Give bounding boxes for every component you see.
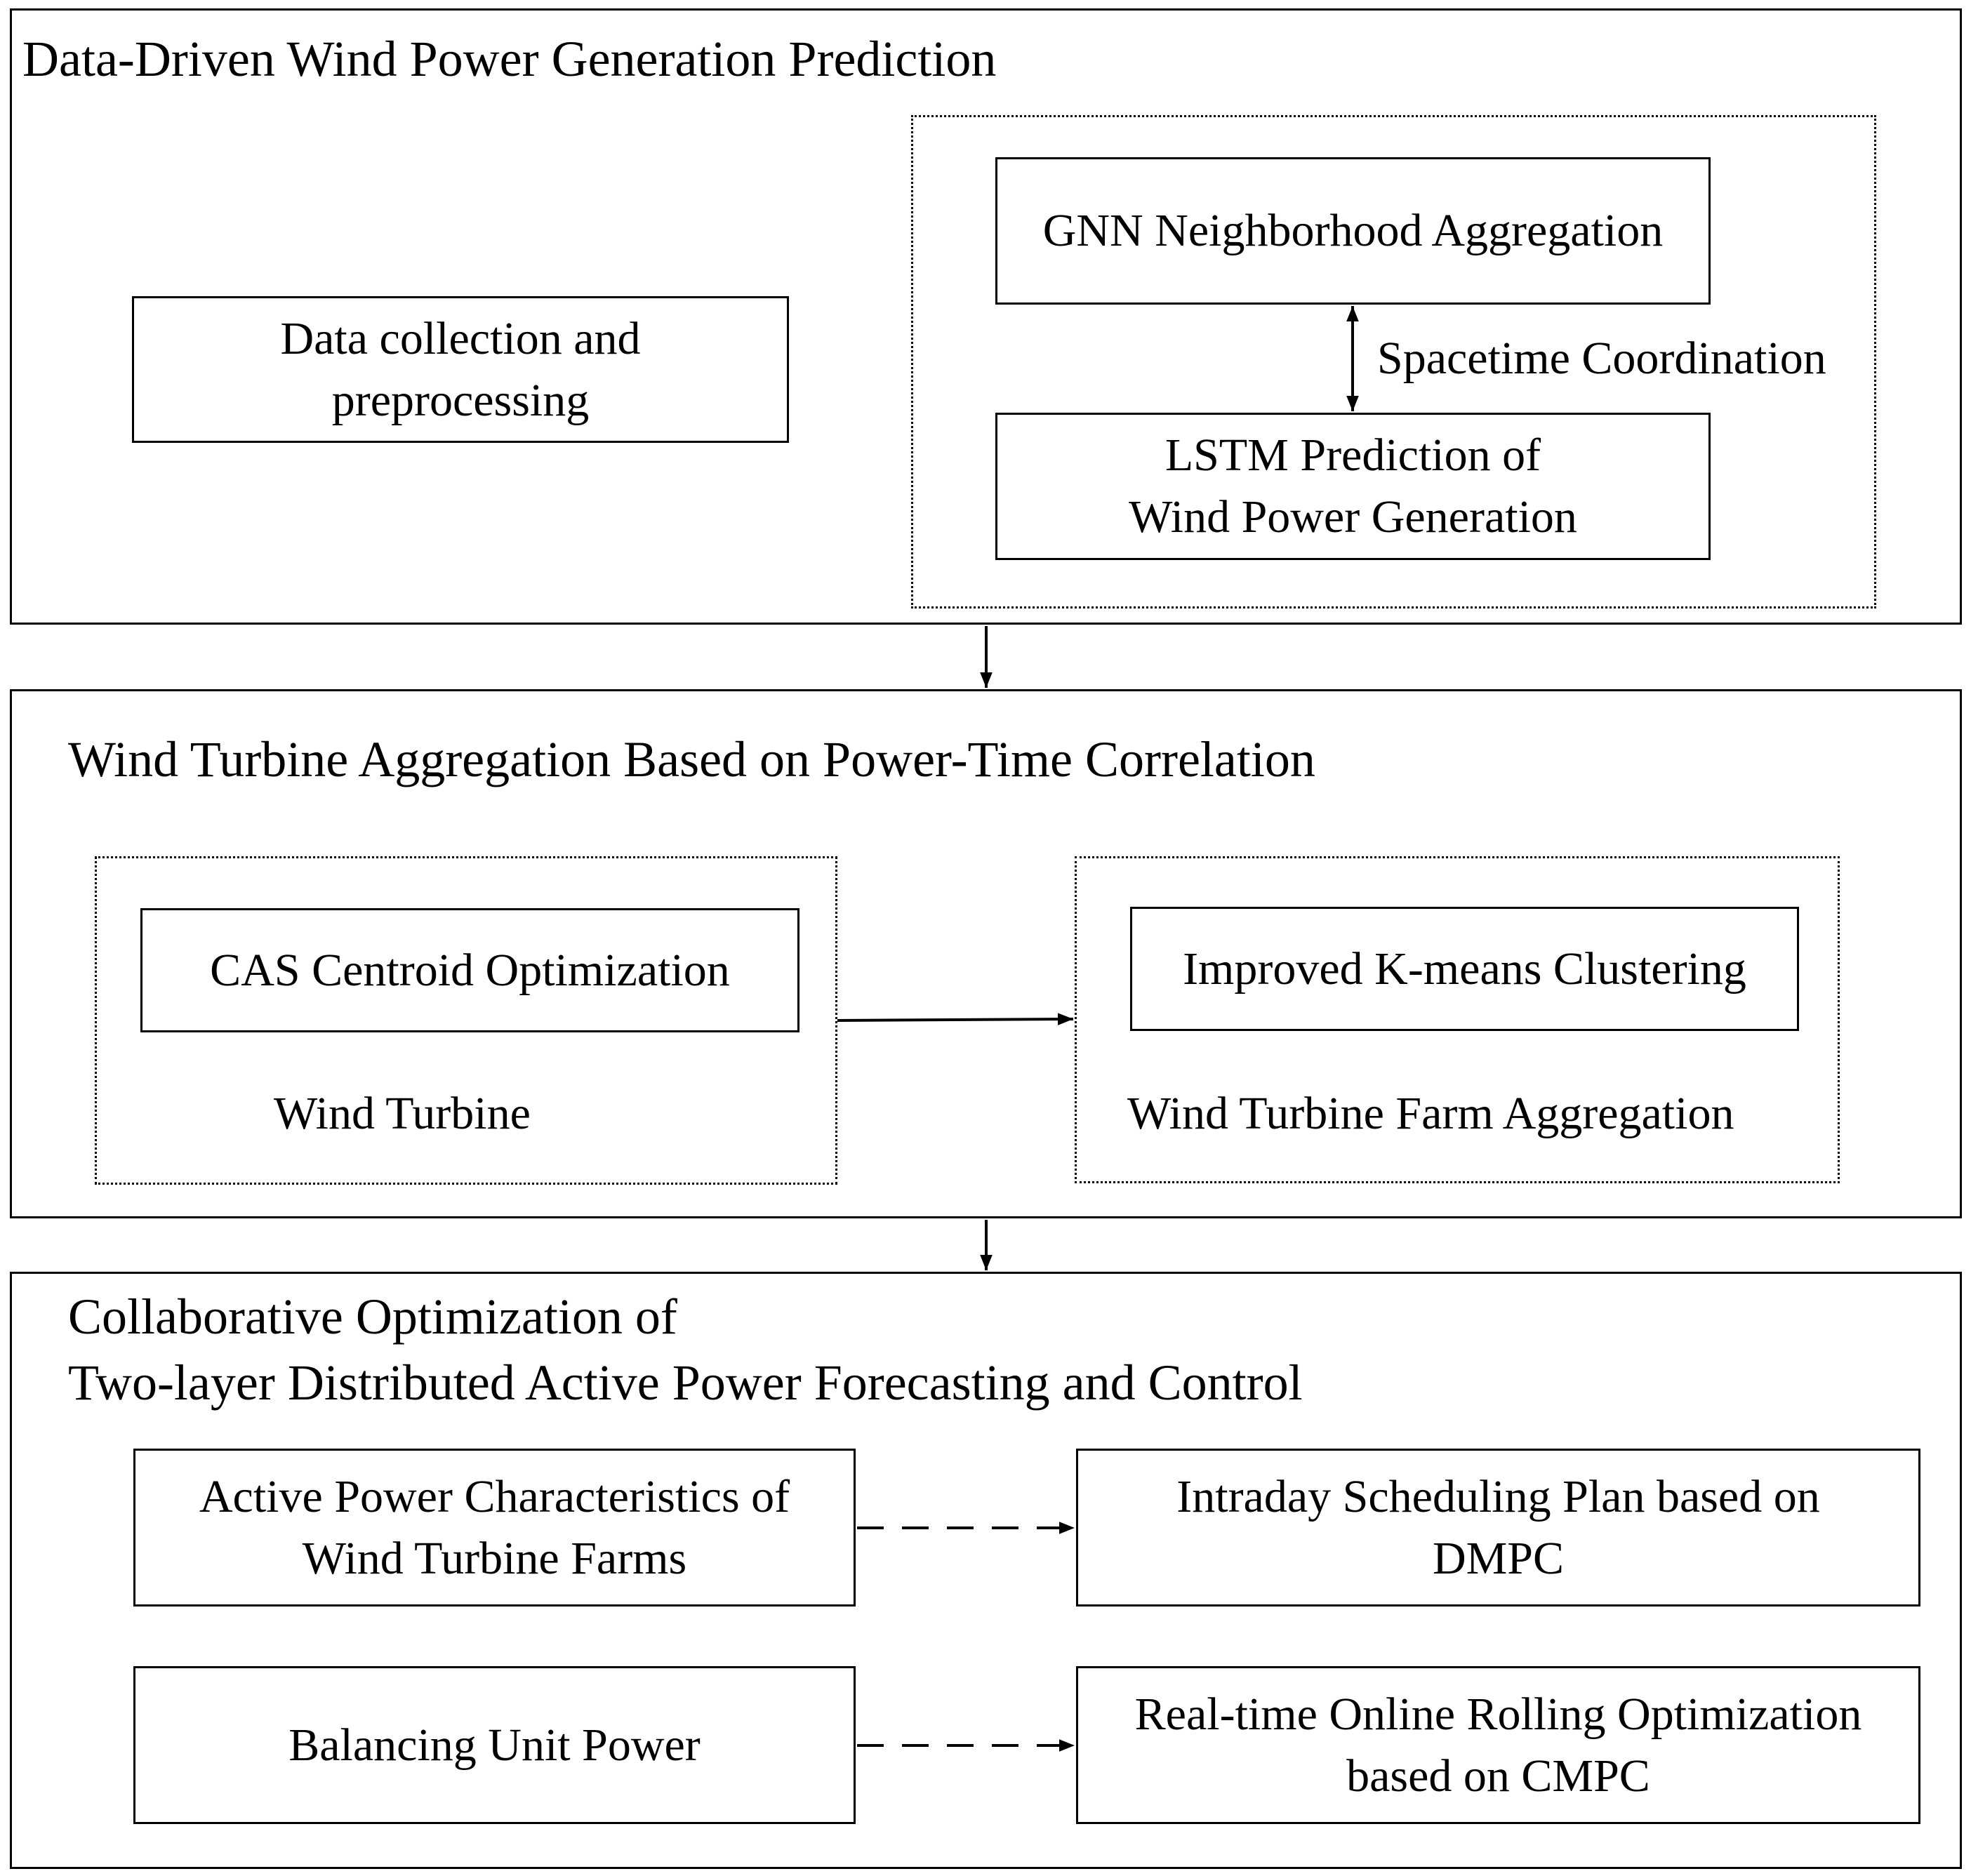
data-collection-box: Data collection and preprocessing — [132, 296, 789, 443]
lstm-line1: LSTM Prediction of — [1164, 430, 1541, 481]
spacetime-group — [911, 115, 1876, 608]
section-optimization-title: Collaborative Optimization of Two-layer … — [68, 1284, 1303, 1416]
active-power-line2: Wind Turbine Farms — [302, 1532, 687, 1584]
active-power-box: Active Power Characteristics of Wind Tur… — [133, 1449, 856, 1606]
balancing-label: Balancing Unit Power — [288, 1719, 701, 1771]
wind-turbine-label: Wind Turbine — [274, 1088, 531, 1139]
farm-aggregation-group — [1075, 856, 1840, 1183]
realtime-line2: based on CMPC — [1346, 1750, 1650, 1802]
section-optimization-title-line1: Collaborative Optimization of — [68, 1289, 677, 1345]
lstm-line2: Wind Power Generation — [1129, 491, 1577, 543]
data-collection-line2: preprocessing — [331, 374, 590, 426]
spacetime-coordination-label: Spacetime Coordination — [1377, 333, 1826, 384]
section-aggregation-title: Wind Turbine Aggregation Based on Power-… — [68, 731, 1315, 787]
intraday-line2: DMPC — [1432, 1532, 1565, 1584]
section-prediction-title: Data-Driven Wind Power Generation Predic… — [22, 31, 997, 87]
cas-box: CAS Centroid Optimization — [140, 908, 799, 1032]
intraday-line1: Intraday Scheduling Plan based on — [1176, 1470, 1820, 1522]
lstm-box: LSTM Prediction of Wind Power Generation — [995, 413, 1711, 560]
gnn-box: GNN Neighborhood Aggregation — [995, 157, 1711, 305]
kmeans-box: Improved K-means Clustering — [1130, 907, 1799, 1031]
cas-label: CAS Centroid Optimization — [210, 944, 730, 996]
realtime-line1: Real-time Online Rolling Optimization — [1134, 1688, 1862, 1740]
data-collection-line1: Data collection and — [280, 312, 641, 364]
intraday-box: Intraday Scheduling Plan based on DMPC — [1076, 1449, 1920, 1606]
kmeans-label: Improved K-means Clustering — [1183, 943, 1746, 994]
section-optimization-title-line2: Two-layer Distributed Active Power Forec… — [68, 1354, 1303, 1411]
farm-aggregation-label: Wind Turbine Farm Aggregation — [1127, 1088, 1734, 1139]
active-power-line1: Active Power Characteristics of — [199, 1470, 790, 1522]
realtime-box: Real-time Online Rolling Optimization ba… — [1076, 1666, 1920, 1824]
balancing-box: Balancing Unit Power — [133, 1666, 856, 1824]
gnn-label: GNN Neighborhood Aggregation — [1042, 205, 1664, 257]
wind-turbine-group — [95, 856, 837, 1185]
